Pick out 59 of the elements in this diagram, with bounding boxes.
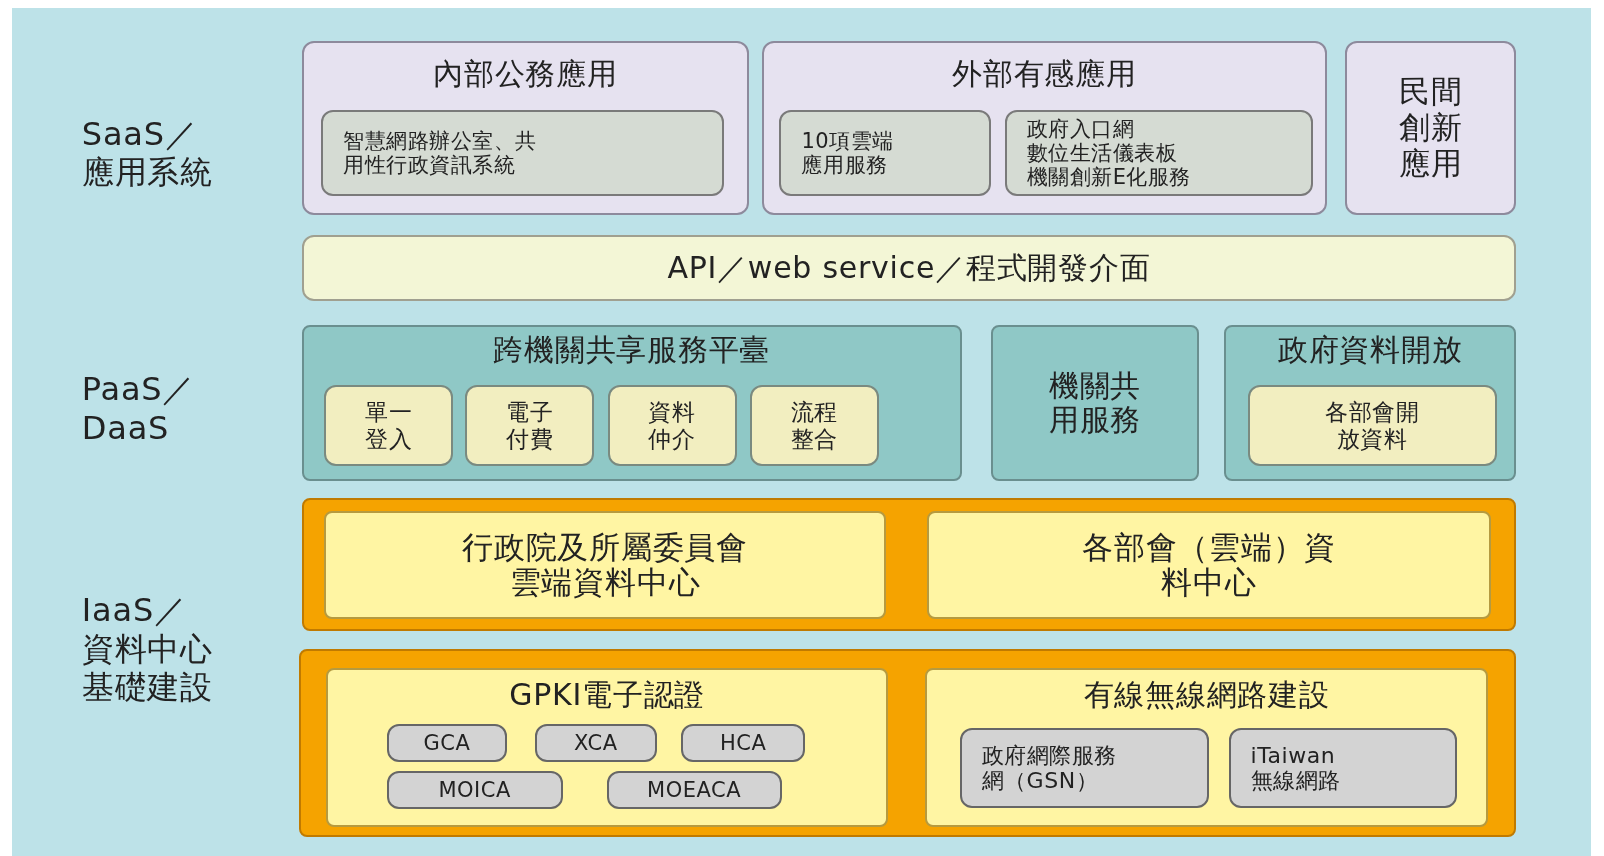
service-box bbox=[1248, 384, 1497, 467]
content-box bbox=[779, 110, 992, 197]
platform-panel bbox=[1224, 325, 1516, 481]
box-text: API／web service／程式開發介面 bbox=[667, 250, 1151, 286]
service-box bbox=[607, 384, 737, 467]
service-pill bbox=[535, 724, 657, 763]
box-text: 數位生活儀表板 bbox=[1025, 141, 1179, 166]
heading: GPKI電子認證 bbox=[509, 677, 706, 713]
infrastructure-box bbox=[924, 667, 1489, 827]
box-text: 機關共用服務 bbox=[1047, 368, 1143, 438]
box-text: GCA bbox=[423, 731, 471, 756]
service-box bbox=[324, 384, 454, 467]
heading: 有線無線網路建設 bbox=[1083, 677, 1330, 713]
infrastructure-band bbox=[301, 498, 1516, 632]
service-box bbox=[749, 384, 879, 467]
infrastructure-band bbox=[298, 648, 1516, 837]
layer-panel bbox=[301, 40, 749, 215]
service-box bbox=[465, 384, 595, 467]
service-pill bbox=[386, 771, 563, 810]
service-pill bbox=[681, 724, 806, 763]
service-pill bbox=[386, 724, 508, 763]
infrastructure-box bbox=[324, 511, 886, 619]
box-text: 流程整合 bbox=[789, 399, 839, 452]
box-text: 政府入口網 bbox=[1025, 117, 1136, 142]
box-text: iTaiwan無線網路 bbox=[1249, 742, 1342, 794]
infrastructure-box bbox=[926, 511, 1492, 619]
heading: 跨機關共享服務平臺 bbox=[493, 333, 771, 368]
platform-panel bbox=[301, 325, 962, 481]
layer-label: IaaS／資料中心基礎建設 bbox=[81, 591, 215, 707]
box-text: 政府網際服務網（GSN） bbox=[980, 742, 1118, 794]
layer-label: SaaS／應用系統 bbox=[81, 114, 215, 192]
box-text: HCA bbox=[719, 731, 767, 756]
heading: 外部有感應用 bbox=[952, 56, 1137, 92]
box-text: 電子付費 bbox=[505, 399, 555, 452]
service-pill bbox=[1228, 728, 1457, 809]
box-text: 民間創新應用 bbox=[1397, 74, 1464, 182]
service-pill bbox=[606, 771, 782, 810]
api-bar bbox=[301, 235, 1516, 301]
content-box bbox=[321, 110, 725, 197]
heading: 內部公務應用 bbox=[433, 56, 618, 92]
box-text: MOEACA bbox=[647, 778, 742, 803]
box-text: XCA bbox=[574, 731, 618, 756]
box-text: MOICA bbox=[438, 778, 511, 803]
box-text: 10項雲端應用服務 bbox=[800, 129, 895, 178]
box-text: 行政院及所屬委員會雲端資料中心 bbox=[461, 529, 750, 601]
infrastructure-box bbox=[326, 667, 888, 827]
box-text: 智慧網路辦公室、共用性行政資訊系統 bbox=[342, 129, 538, 178]
box-text: 單一登入 bbox=[364, 399, 414, 452]
box-text: 各部會（雲端）資料中心 bbox=[1081, 529, 1338, 601]
service-pill bbox=[959, 728, 1210, 809]
box-text: 各部會開放資料 bbox=[1324, 399, 1421, 452]
heading: 政府資料開放 bbox=[1278, 333, 1463, 368]
box-text: 資料仲介 bbox=[647, 399, 697, 452]
layer-panel bbox=[762, 40, 1327, 215]
box-text: 機關創新E化服務 bbox=[1025, 165, 1192, 190]
layer-label: PaaS／DaaS bbox=[81, 370, 197, 448]
content-box bbox=[1004, 110, 1314, 197]
platform-panel bbox=[991, 325, 1199, 481]
layer-panel bbox=[1345, 40, 1516, 215]
